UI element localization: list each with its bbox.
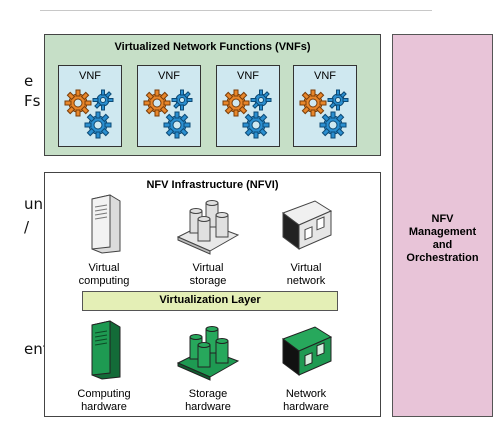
side-text-fragment: / xyxy=(24,218,30,236)
virtualization-layer: Virtualization Layer xyxy=(82,291,338,311)
caption-line: Virtual xyxy=(290,262,322,274)
top-divider xyxy=(40,10,432,11)
gears-icon xyxy=(64,89,114,139)
caption-line: hardware xyxy=(185,401,231,413)
caption-line: Network xyxy=(285,388,327,400)
mano-line: NFV xyxy=(431,213,454,225)
vnf-box: VNF xyxy=(293,65,357,147)
network-device-icon xyxy=(281,200,333,250)
side-text-fragment: ent xyxy=(24,340,49,358)
mano-panel: NFV Management and Orchestration xyxy=(392,34,493,417)
caption-line: Virtual xyxy=(88,262,120,274)
mano-line: Orchestration xyxy=(406,252,479,264)
mano-line: Management xyxy=(408,226,477,238)
side-text-fragment: un xyxy=(24,195,44,213)
storage-hardware-icon xyxy=(176,326,240,381)
vnf-label: VNF xyxy=(158,70,180,82)
caption-line: hardware xyxy=(283,401,329,413)
vnf-panel-title: Virtualized Network Functions (VNFs) xyxy=(114,41,311,53)
gears-icon xyxy=(143,89,193,139)
caption-line: storage xyxy=(189,275,227,287)
vnf-label: VNF xyxy=(314,70,336,82)
side-text-fragment: e xyxy=(24,72,34,90)
caption-line: computing xyxy=(78,275,130,287)
caption-line: hardware xyxy=(81,401,127,413)
server-hardware-icon xyxy=(91,320,121,380)
vnf-box: VNF xyxy=(137,65,201,147)
vnf-panel: Virtualized Network Functions (VNFs) VNF… xyxy=(44,34,381,156)
caption-line: Virtual xyxy=(192,262,224,274)
mano-label: NFV Management and Orchestration xyxy=(393,213,492,265)
vnf-label: VNF xyxy=(237,70,259,82)
gears-icon xyxy=(222,89,272,139)
mano-line: and xyxy=(432,239,453,251)
side-text-fragment: Fs xyxy=(24,92,41,110)
server-icon xyxy=(91,194,121,254)
vnf-box: VNF xyxy=(58,65,122,147)
vnf-label: VNF xyxy=(79,70,101,82)
gears-icon xyxy=(299,89,349,139)
storage-icon xyxy=(176,200,240,255)
nfvi-panel-title: NFV Infrastructure (NFVI) xyxy=(146,179,279,191)
vnf-box: VNF xyxy=(216,65,280,147)
network-hardware-icon xyxy=(281,326,333,376)
caption-line: Computing xyxy=(77,388,131,400)
caption-line: network xyxy=(286,275,326,287)
caption-line: Storage xyxy=(188,388,228,400)
